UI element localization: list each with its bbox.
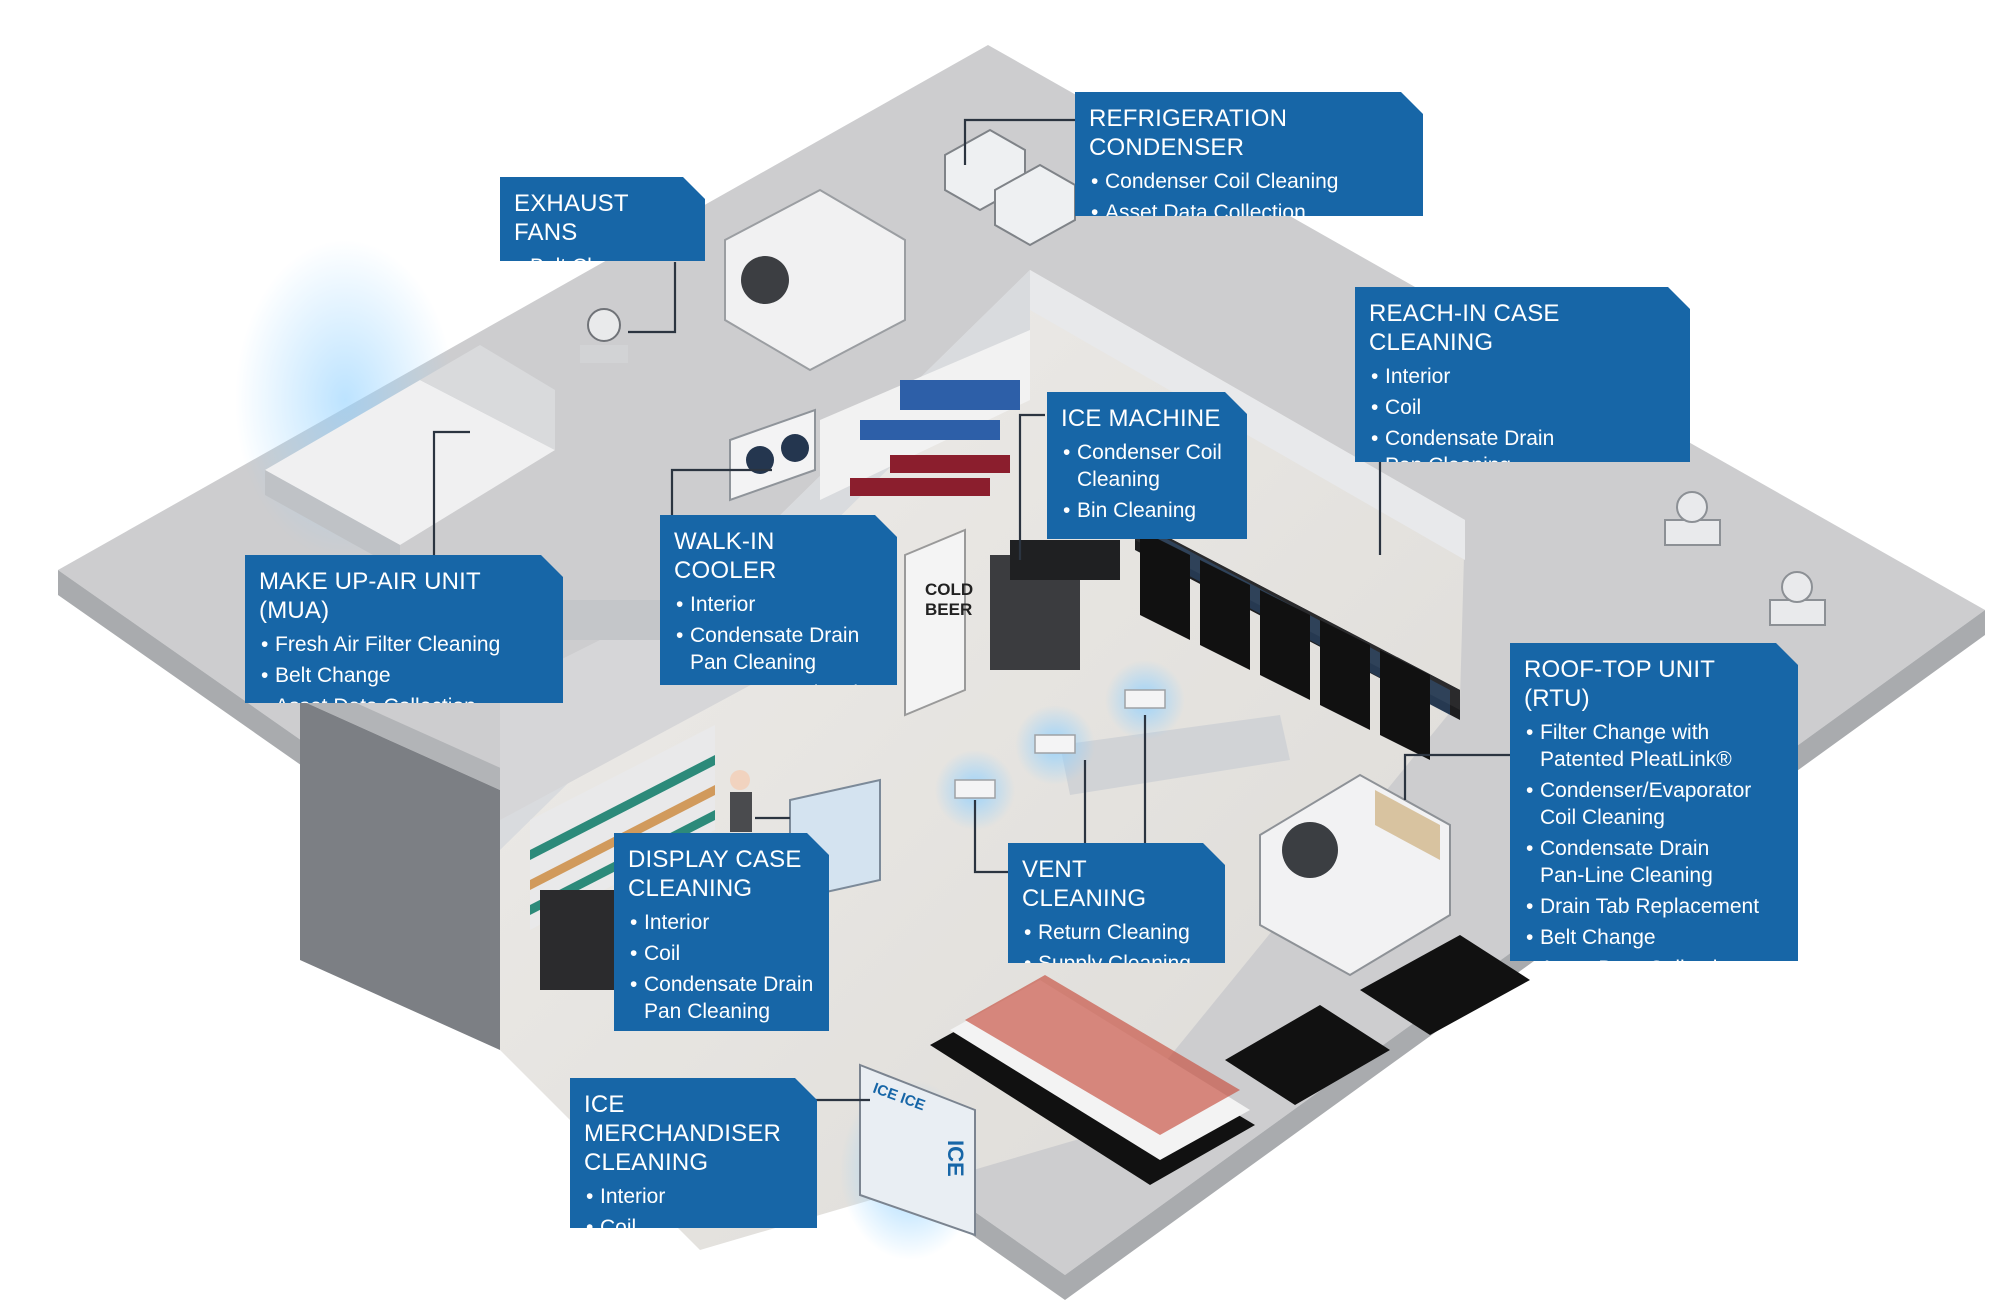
walk-in-shelf-back [820,330,1030,500]
callout-item: Condenser/Evaporator Coil Cleaning [1524,777,1784,831]
callout-item: Bin Cleaning [1061,497,1233,524]
roof-hvac-box [724,188,906,372]
callout-item: Interior [1369,363,1676,390]
roof-top-unit-equipment [1259,773,1451,977]
callout-title: VENT CLEANING [1022,856,1147,912]
callout-item: Condensate Drain Pan Cleaning [628,971,815,1025]
callout-item: Condenser Coil Cleaning [1061,439,1233,493]
callout-reach-in-case-cleaning: REACH-IN CASE CLEANING Interior Coil Con… [1355,287,1690,462]
left-cut-wall-top [300,680,505,790]
callout-title: WALK-IN COOLER [674,528,777,584]
callout-item: Filter Change with Patented PleatLink® [1524,719,1784,773]
callout-item: Coil [628,940,815,967]
walk-in-boxes [850,380,1020,496]
callout-item: Interior [628,909,815,936]
ice-machine-top [1010,540,1120,580]
callout-exhaust-fans: EXHAUST FANS Belt Change [500,177,705,261]
callout-item: Condensate Drain Pan Cleaning [674,622,883,676]
callout-item: Belt Change [1524,924,1784,951]
callout-item: Fresh Air Filter Cleaning [259,631,549,658]
callout-refrigeration-condenser: REFRIGERATION CONDENSER Condenser Coil C… [1075,92,1423,216]
grocery-gondolas [930,935,1530,1185]
employee-body [730,792,752,832]
cold-beer-door [904,528,966,717]
cold-beer-sign-line1: COLD [925,580,973,599]
back-wall-right [1030,270,1465,560]
callout-vent-cleaning: VENT CLEANING Return Cleaning Supply Cle… [1008,843,1225,963]
callout-ice-merchandiser-cleaning: ICE MERCHANDISER CLEANING Interior Coil [570,1078,817,1228]
callout-item: Condensate Drain Pan-Line Cleaning [1524,835,1784,889]
vent-diffusers [954,689,1166,799]
reach-in-case-doors [1140,530,1430,760]
ice-merchandiser-side-label: ICE [943,1140,968,1177]
walk-in-evaporator [729,408,816,502]
callout-display-case-cleaning: DISPLAY CASE CLEANING Interior Coil Cond… [614,833,829,1031]
callout-item: Belt Change [259,662,549,689]
callout-item: Interior [584,1183,803,1210]
callout-title: DISPLAY CASE CLEANING [628,846,802,902]
callout-title: REFRIGERATION CONDENSER [1089,105,1288,161]
roof-exhaust-vents-right [1664,491,1826,626]
employee-head [730,770,750,790]
callout-item: Condenser Coil Cleaning [1089,168,1409,195]
callout-title: REACH-IN CASE CLEANING [1369,300,1560,356]
callout-item: Drain Tab Replacement [1524,893,1784,920]
callout-walk-in-cooler: WALK-IN COOLER Interior Condensate Drain… [660,515,897,685]
callout-item: Coil [1369,394,1676,421]
callout-make-up-air-unit: MAKE UP-AIR UNIT (MUA) Fresh Air Filter … [245,555,563,703]
callout-item: Return Cleaning [1022,919,1211,946]
callout-title: ROOF-TOP UNIT (RTU) [1524,656,1715,712]
callout-roof-top-unit: ROOF-TOP UNIT (RTU) Filter Change with P… [1510,643,1798,961]
left-cut-wall [300,700,500,1050]
callout-ice-machine: ICE MACHINE Condenser Coil Cleaning Bin … [1047,392,1247,539]
callout-title: MAKE UP-AIR UNIT (MUA) [259,568,481,624]
callout-title: ICE MERCHANDISER CLEANING [584,1091,782,1176]
refrigeration-condenser-equipment [944,128,1076,247]
checkout-counter [1060,715,1290,795]
callout-item: Interior [674,591,883,618]
make-up-air-unit-equipment [265,345,555,570]
callout-title: ICE MACHINE [1061,405,1221,432]
exhaust-fan-equipment [580,308,628,363]
callout-title: EXHAUST FANS [514,190,629,246]
cold-beer-sign-line2: BEER [925,600,972,619]
ice-merchandiser [859,1063,976,1237]
